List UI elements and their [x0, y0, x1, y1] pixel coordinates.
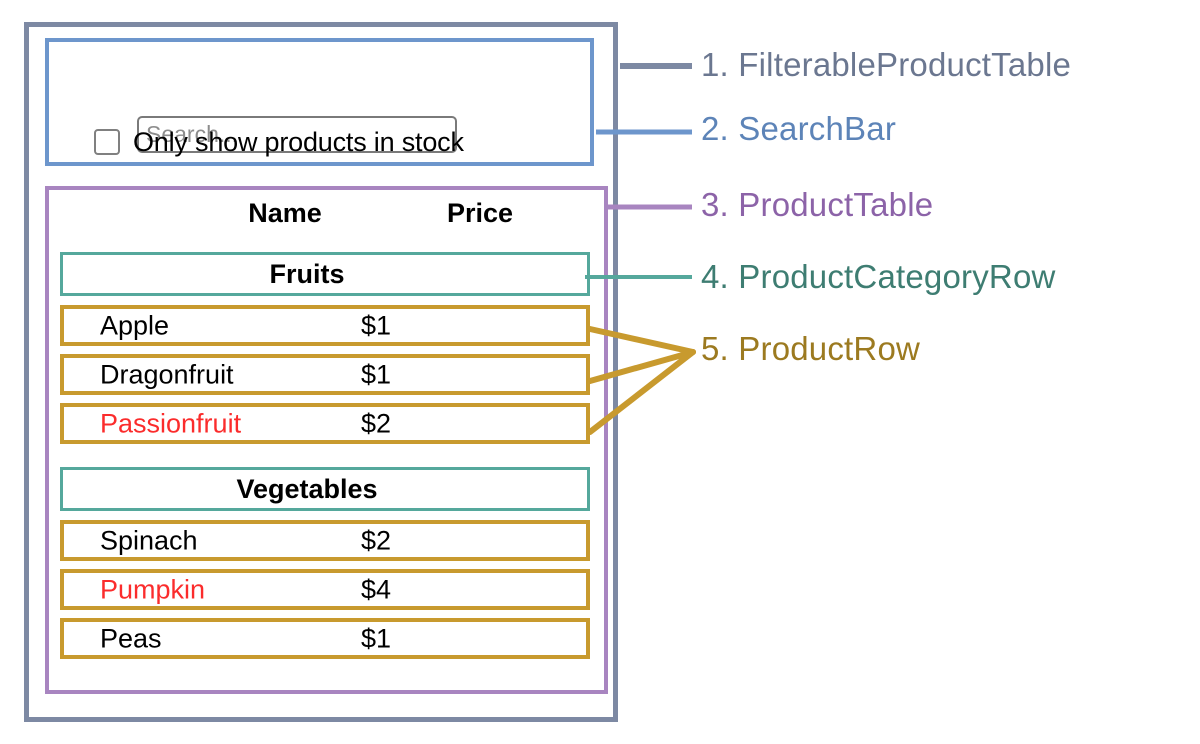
- product-table-rows: Fruits Apple $1 Dragonfruit $1 Passionfr…: [60, 252, 590, 667]
- product-row: Apple $1: [60, 305, 590, 346]
- product-price: $1: [361, 310, 392, 340]
- product-category-label: Fruits: [269, 258, 345, 289]
- product-name: Spinach: [100, 525, 198, 555]
- product-price: $4: [361, 574, 392, 604]
- category-spacer: [60, 452, 590, 467]
- legend-label-product-category-row: 4. ProductCategoryRow: [701, 258, 1056, 295]
- search-bar-box: [45, 38, 594, 166]
- product-name: Dragonfruit: [100, 359, 234, 389]
- product-name: Apple: [100, 310, 170, 340]
- in-stock-filter-row[interactable]: Only show products in stock: [94, 125, 464, 159]
- product-name: Pumpkin: [100, 574, 206, 604]
- legend-label-product-row: 5. ProductRow: [701, 330, 921, 367]
- product-row: Pumpkin $4: [60, 569, 590, 610]
- product-category-row: Vegetables: [60, 467, 590, 511]
- legend-label-product-table: 3. ProductTable: [701, 186, 934, 223]
- product-row: Peas $1: [60, 618, 590, 659]
- product-price: $1: [361, 359, 392, 389]
- in-stock-checkbox[interactable]: [94, 129, 120, 155]
- product-price: $2: [361, 525, 392, 555]
- product-table-header: Name Price: [60, 198, 580, 234]
- product-row: Dragonfruit $1: [60, 354, 590, 395]
- product-row: Spinach $2: [60, 520, 590, 561]
- product-category-row: Fruits: [60, 252, 590, 296]
- product-category-label: Vegetables: [236, 473, 378, 504]
- product-price: $1: [361, 623, 392, 653]
- legend-label-filterable-product-table: 1. FilterableProductTable: [701, 46, 1072, 83]
- product-name: Passionfruit: [100, 408, 242, 438]
- product-name: Peas: [100, 623, 162, 653]
- in-stock-checkbox-label: Only show products in stock: [133, 126, 464, 157]
- product-row: Passionfruit $2: [60, 403, 590, 444]
- column-header-name: Name: [248, 198, 322, 228]
- search-input[interactable]: [137, 116, 457, 153]
- product-price: $2: [361, 408, 392, 438]
- legend-label-search-bar: 2. SearchBar: [701, 110, 897, 147]
- column-header-price: Price: [446, 198, 514, 228]
